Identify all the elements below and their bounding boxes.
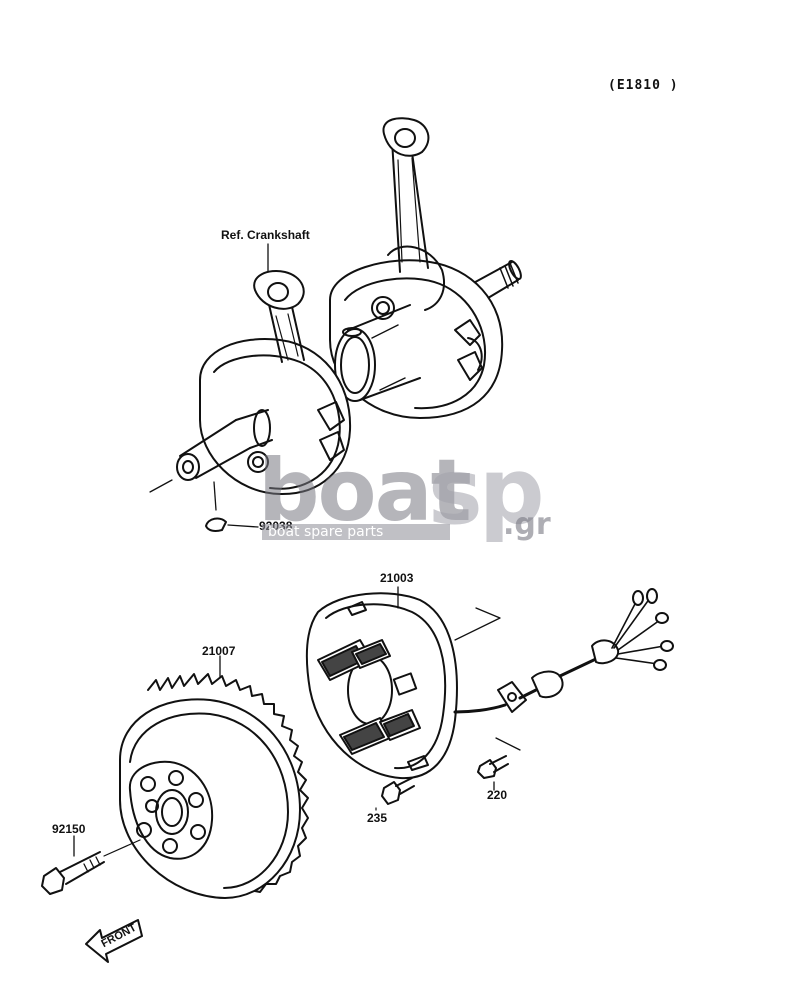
label-ref-crankshaft: Ref. Crankshaft: [221, 228, 310, 242]
figure-code: (E1810 ): [608, 78, 679, 93]
label-21007: 21007: [202, 644, 236, 658]
bolt-220-drawing: [477, 737, 521, 791]
stator-drawing: [305, 586, 674, 780]
front-arrow: [85, 919, 143, 963]
label-92150: 92150: [52, 822, 86, 836]
bolt-235-drawing: [375, 777, 415, 811]
rotor-drawing: [119, 655, 309, 899]
label-235: 235: [367, 811, 388, 825]
crankshaft-drawing: [149, 117, 522, 532]
label-220: 220: [487, 788, 508, 802]
watermark-tagline: boat spare parts: [262, 524, 450, 540]
watermark-tld: .gr: [503, 507, 551, 542]
watermark-brand-highlight: sp: [428, 438, 545, 545]
bolt-92150-drawing: [41, 835, 141, 895]
watermark-brand: boat: [258, 441, 472, 541]
label-21003: 21003: [380, 571, 414, 585]
